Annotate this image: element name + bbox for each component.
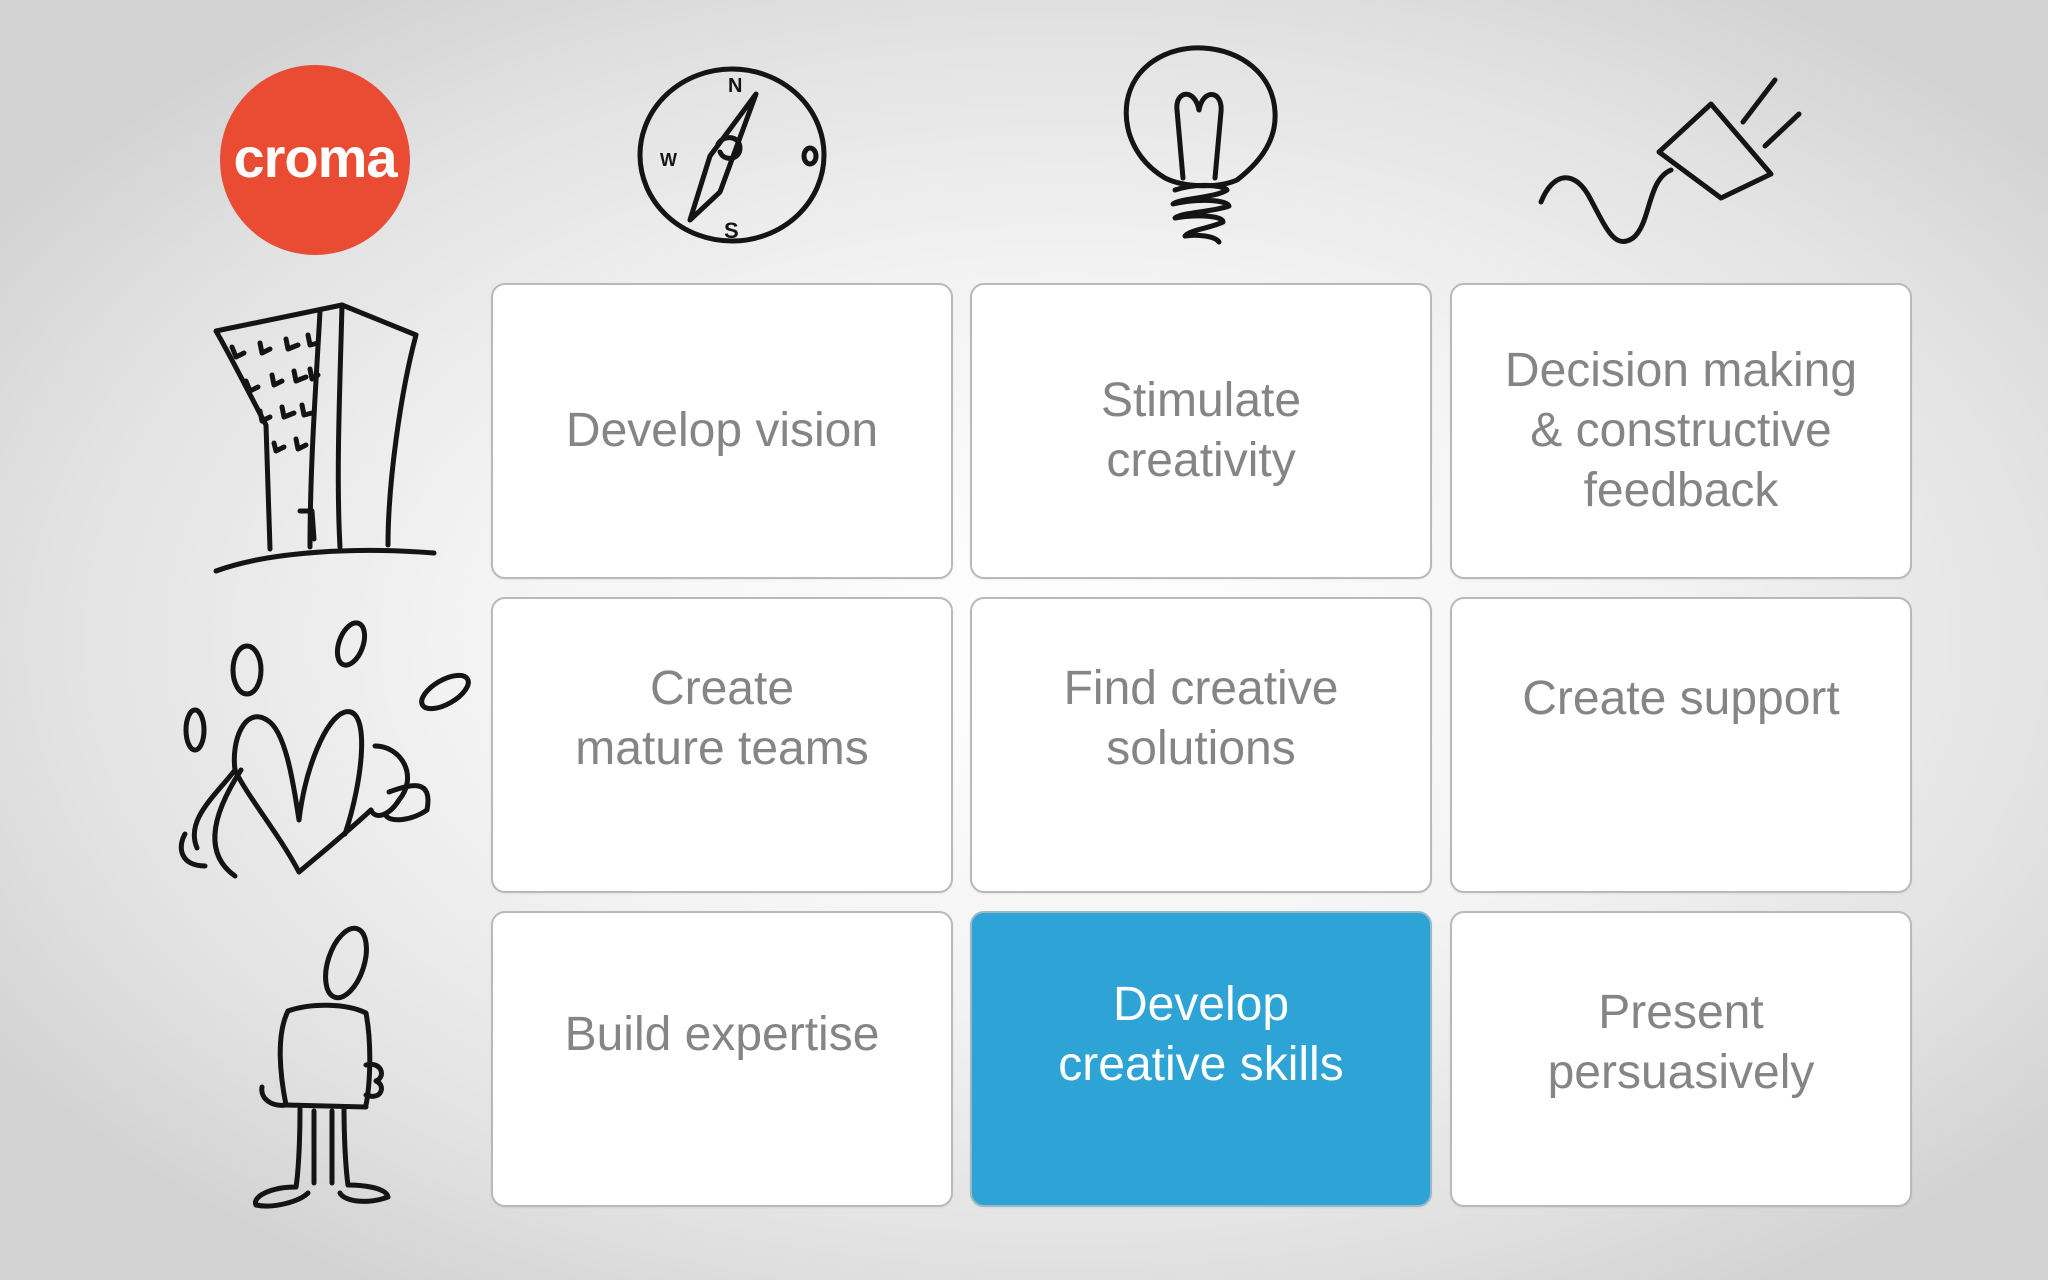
card-develop-vision[interactable]: Develop vision — [491, 283, 953, 579]
card-stimulate-creativity[interactable]: Stimulate creativity — [970, 283, 1432, 579]
card-label: Develop vision — [565, 404, 879, 457]
card-label: Build expertise — [564, 1008, 880, 1061]
plug-icon — [1538, 77, 1802, 244]
compass-icon: N W S — [637, 66, 827, 244]
person-icon — [253, 925, 391, 1209]
group-icon — [178, 620, 471, 879]
card-develop-creative-skills[interactable]: Develop creative skills — [970, 911, 1432, 1207]
card-create-mature-teams[interactable]: Create mature teams — [491, 597, 953, 893]
lightbulb-icon — [1123, 45, 1278, 245]
svg-text:S: S — [724, 218, 739, 243]
card-label: Develop creative skills — [1058, 978, 1344, 1091]
card-label: Create support — [1522, 672, 1840, 725]
card-find-creative-solutions[interactable]: Find creative solutions — [970, 597, 1432, 893]
card-label: Present persuasively — [1547, 986, 1815, 1099]
card-label: Stimulate creativity — [1100, 374, 1302, 487]
card-label: Create mature teams — [575, 662, 869, 775]
card-build-expertise[interactable]: Build expertise — [491, 911, 953, 1207]
card-create-support[interactable]: Create support — [1450, 597, 1912, 893]
logo-text: croma — [233, 126, 397, 189]
card-decision-making[interactable]: Decision making & constructive feedback — [1450, 283, 1912, 579]
card-label: Decision making & constructive feedback — [1504, 344, 1858, 517]
croma-logo: croma — [220, 65, 410, 255]
building-icon — [213, 302, 437, 574]
card-label: Find creative solutions — [1063, 662, 1339, 775]
svg-text:N: N — [728, 75, 742, 97]
card-present-persuasively[interactable]: Present persuasively — [1450, 911, 1912, 1207]
svg-text:W: W — [660, 150, 677, 170]
